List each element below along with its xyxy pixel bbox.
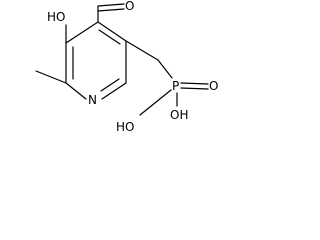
bond-ch2-p xyxy=(157,59,173,79)
ring-bond-c6-n1 xyxy=(101,82,127,100)
ring-bond-n1-c2 xyxy=(65,82,87,100)
ring-bond-c4-c5-inner xyxy=(98,29,121,45)
bond-cho-double-a xyxy=(97,3,125,7)
ring-bond-c4-c5 xyxy=(97,21,127,42)
ring-bond-c3-c4 xyxy=(65,21,99,44)
aldehyde-oxygen-label: O xyxy=(125,0,134,13)
bond-p-o-double-a xyxy=(180,82,209,85)
ring-nitrogen-label: N xyxy=(88,93,97,107)
phosphonic-hydroxyl-left-label: HO xyxy=(116,120,134,134)
bond-c2-methyl xyxy=(35,70,67,84)
bond-p-oh-left xyxy=(139,89,172,116)
hydroxyl-label: HO xyxy=(47,10,65,24)
bond-c5-ch2 xyxy=(125,40,159,61)
phosphorus-label: P xyxy=(172,79,179,93)
ring-bond-c6-n1-inner xyxy=(100,78,120,92)
structural-formula: HO N O P O OH HO xyxy=(35,0,218,134)
bond-cho-double-b xyxy=(97,8,125,12)
bond-p-o-double-b xyxy=(180,87,209,90)
phosphoryl-oxygen-label: O xyxy=(209,79,218,93)
phosphonic-hydroxyl-bottom-label: OH xyxy=(170,108,188,122)
